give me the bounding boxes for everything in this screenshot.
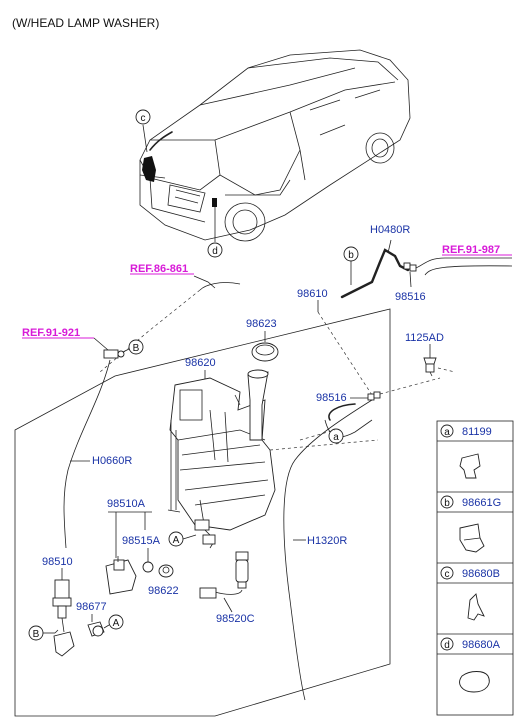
clip-81199-icon [459, 453, 481, 479]
callout-B-top-label: B [133, 343, 140, 354]
label-1125ad: 1125AD [405, 332, 444, 344]
legend-b-part-text: 98661G [462, 497, 501, 509]
label-98516-top: 98516 [395, 291, 426, 303]
assembly-frame [14, 308, 391, 717]
grommet-98680a-icon [459, 671, 490, 693]
label-98622: 98622 [148, 585, 179, 597]
callout-A-clip [108, 614, 124, 630]
callout-d-label: d [212, 246, 218, 257]
clip-98680b-icon [467, 593, 485, 621]
vehicle-illustration [139, 49, 411, 242]
callout-c [135, 109, 151, 125]
ref-86-861[interactable]: REF.86-861 [130, 263, 188, 275]
legend-d-circle [440, 637, 454, 651]
callout-B-nozzle-label: B [33, 629, 40, 640]
label-98515a: 98515A [122, 535, 161, 547]
legend-a-part: 81199 [462, 426, 492, 438]
legend-table: a 81199 b 98680B 98661G c 98680B d 98680… [436, 420, 514, 716]
legend-c-letter: c [445, 569, 450, 580]
label-98510: 98510 [42, 556, 73, 568]
callout-A-tank-label: A [173, 535, 180, 546]
callout-A-clip-label: A [113, 618, 120, 629]
callout-a-hose [328, 428, 344, 444]
label-h0660r: H0660R [92, 455, 132, 467]
legend-d-part: 98680A [462, 639, 501, 651]
label-98510a: 98510A [107, 498, 146, 510]
clip-98661g-icon [459, 523, 485, 553]
ref-91-921[interactable]: REF.91-921 [22, 327, 80, 339]
callout-a-hose-label: a [333, 432, 339, 443]
label-h1320r: H1320R [307, 535, 347, 547]
label-98677: 98677 [76, 601, 107, 613]
washer-reservoir: 98623 98620 [167, 318, 279, 549]
label-98623: 98623 [246, 318, 277, 330]
callout-b-hose-label: b [348, 250, 354, 261]
label-98610: 98610 [297, 288, 328, 300]
legend-b-circle [440, 495, 454, 509]
callout-B-top [128, 339, 144, 355]
label-98620: 98620 [185, 357, 216, 369]
legend-a-circle [440, 424, 454, 438]
callout-d [207, 242, 223, 258]
callout-c-label: c [141, 113, 146, 124]
diagram-title: (W/HEAD LAMP WASHER) [12, 16, 159, 30]
legend-a-letter: a [444, 427, 450, 438]
legend-c-circle [440, 566, 454, 580]
legend-b-letter: b [444, 498, 450, 509]
label-h0480r: H0480R [370, 224, 410, 236]
legend-d-letter: d [444, 640, 450, 651]
label-98520c: 98520C [216, 613, 255, 625]
label-98516-mid: 98516 [316, 392, 347, 404]
legend-c-part: 98680B [462, 568, 500, 580]
ref-91-987[interactable]: REF.91-987 [442, 244, 500, 256]
